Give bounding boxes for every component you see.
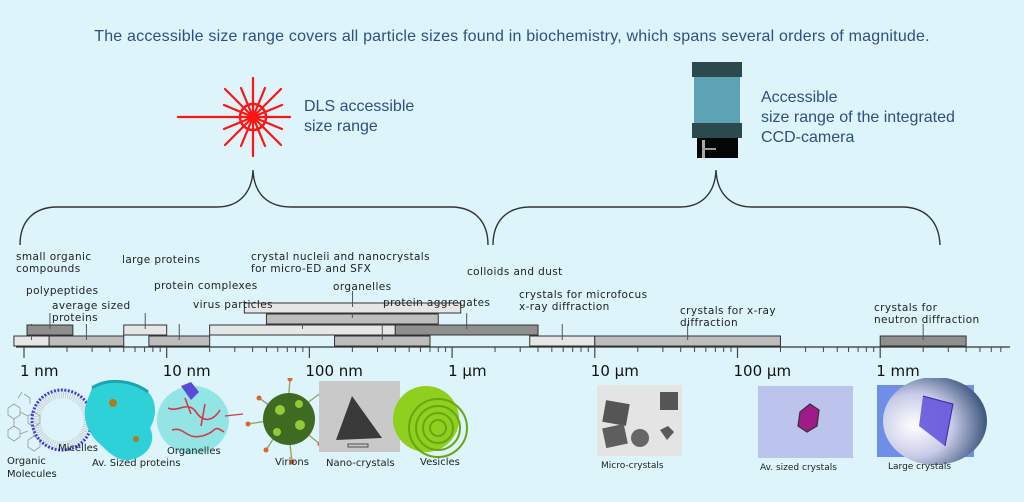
ccd-range-brace xyxy=(492,169,941,246)
tick-label: 100 nm xyxy=(305,362,363,380)
label-protein-aggregates: protein aggregates xyxy=(383,297,491,309)
protein-icon xyxy=(84,379,155,461)
virion-icon xyxy=(245,378,325,465)
caption-nano-crystals: Nano-crystals xyxy=(326,458,395,469)
size-range-chart: 1 nm 10 nm 100 nm 1 µm 10 µm 100 µm 1 mm xyxy=(13,291,1010,380)
label-virus-particles: virus particles xyxy=(193,299,273,311)
laser-starburst-icon xyxy=(176,76,292,158)
microcrystals-image xyxy=(597,385,682,456)
caption-vesicles: Vesicles xyxy=(420,457,460,468)
tick-label: 10 µm xyxy=(591,362,639,380)
crystal-image xyxy=(758,386,853,458)
ccd-label: Accessible size range of the integrated … xyxy=(761,88,955,148)
caption-organelles: Organelles xyxy=(167,446,221,457)
ccd-label-line3: CCD-camera xyxy=(761,129,855,146)
tick-label: 100 µm xyxy=(734,362,792,380)
range-braces xyxy=(19,169,941,246)
label-polypeptides: polypeptides xyxy=(26,285,99,297)
nanocrystal-image xyxy=(319,381,400,452)
large-crystal-image xyxy=(877,378,987,465)
organelle-icon xyxy=(157,382,244,454)
headline: The accessible size range covers all par… xyxy=(94,28,930,45)
dls-range-brace xyxy=(19,169,489,246)
caption-av-sized-crystals: Av. sized crystals xyxy=(760,463,837,473)
tick-label: 10 nm xyxy=(163,362,211,380)
label-organelles: organelles xyxy=(333,281,392,293)
dls-label: DLS accessible size range xyxy=(304,97,414,137)
label-large-proteins: large proteins xyxy=(122,254,201,266)
micelle-icon xyxy=(30,388,94,452)
caption-large-crystals: Large crystals xyxy=(888,462,952,472)
caption-line: Organic xyxy=(7,456,46,467)
dls-label-line1: DLS accessible xyxy=(304,98,415,115)
caption-line: Molecules xyxy=(7,469,57,480)
organic-molecules-icon xyxy=(7,391,41,452)
caption-micelles: Micelles xyxy=(58,443,98,454)
ccd-label-line2: size range of the integrated xyxy=(761,109,955,126)
tick-label: 1 µm xyxy=(448,362,486,380)
caption-organic-molecules: Organic Molecules xyxy=(7,455,57,481)
examples-illustrations xyxy=(7,378,987,465)
tick-label: 1 mm xyxy=(876,362,920,380)
ccd-label-line1: Accessible xyxy=(761,89,838,106)
label-colloids-and-dust: colloids and dust xyxy=(467,266,563,278)
caption-micro-crystals: Micro-crystals xyxy=(601,461,664,471)
dls-label-line2: size range xyxy=(304,118,378,135)
caption-virions: Virions xyxy=(275,457,309,468)
tick-label: 1 nm xyxy=(20,362,58,380)
caption-av-sized-proteins: Av. Sized proteins xyxy=(92,458,181,469)
ccd-camera-icon xyxy=(692,62,742,158)
vesicle-icon xyxy=(393,386,468,458)
label-protein-complexes: protein complexes xyxy=(154,280,258,292)
